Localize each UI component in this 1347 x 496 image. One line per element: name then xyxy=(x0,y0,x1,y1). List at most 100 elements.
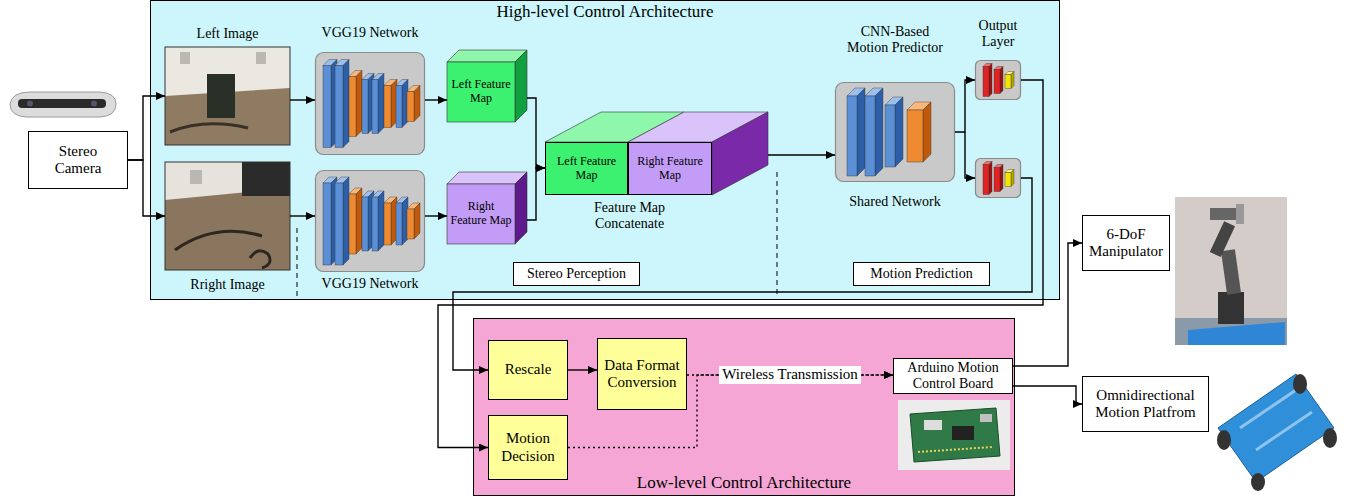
cube-side xyxy=(712,112,768,195)
layer-front xyxy=(323,183,331,265)
image-frame xyxy=(165,162,290,270)
connector-arrow xyxy=(568,369,597,370)
image-heading: Rright Image xyxy=(169,277,286,293)
layer-side xyxy=(857,88,865,176)
omnidirectional-platform-image xyxy=(1217,374,1337,491)
layer-front xyxy=(1005,173,1011,187)
node-label: Output Layer xyxy=(975,18,1021,50)
pcb xyxy=(910,408,1000,462)
image-frame xyxy=(165,47,290,145)
arm-gripper xyxy=(1210,208,1240,220)
feature-map-face: Right Feature Map xyxy=(628,142,712,195)
layer-side xyxy=(1011,170,1014,187)
node-label: Stereo Camera xyxy=(47,143,109,178)
cube-top xyxy=(447,50,527,62)
node-label: Motion Prediction xyxy=(857,266,986,282)
layer-front xyxy=(407,92,414,122)
layer-front xyxy=(335,66,343,148)
cube-front xyxy=(447,62,515,122)
mecanum-wheel xyxy=(1251,473,1265,491)
cube-shape xyxy=(447,50,527,122)
layer-front xyxy=(362,197,368,251)
layer-front xyxy=(384,203,391,245)
layer-side xyxy=(1011,72,1014,89)
node-label: Feature Map Concatenate xyxy=(567,200,692,232)
node-label: Stereo Perception xyxy=(517,266,636,282)
connector-arrow xyxy=(128,160,165,216)
image-clamp xyxy=(180,52,190,64)
node-label: Arduino Motion Control Board xyxy=(897,360,1009,392)
layer-front xyxy=(323,66,331,148)
layer-front xyxy=(349,77,356,137)
layer-front xyxy=(384,86,391,128)
layer-front xyxy=(865,96,875,176)
section-divider xyxy=(297,228,298,296)
actuator-box: Omnidirectional Motion Platfrom xyxy=(1082,376,1209,432)
branch-wire xyxy=(965,132,975,178)
concat-shape xyxy=(545,112,768,195)
manipulator-photo xyxy=(1175,197,1287,345)
node-label: Left Feature Map xyxy=(449,78,513,106)
layer-front xyxy=(1005,75,1011,89)
connector-arrow xyxy=(128,96,165,160)
network-outline xyxy=(836,83,955,182)
panel-ground xyxy=(151,1,1060,300)
connector-arrow xyxy=(527,168,545,220)
arm-camera xyxy=(1236,204,1244,224)
connector-arrow xyxy=(425,215,447,216)
node-label: CNN-Based Motion Predictor xyxy=(843,24,947,56)
connector-arrow xyxy=(768,154,835,155)
feature-map-face: Left Feature Map xyxy=(545,142,628,195)
section-divider xyxy=(777,172,778,296)
photo-ground xyxy=(1175,197,1287,345)
node-label: Rescale xyxy=(493,361,563,378)
layer-front xyxy=(983,67,989,97)
stereo-camera-device xyxy=(10,92,116,117)
network-outline xyxy=(316,171,425,272)
layer-front xyxy=(994,70,1000,94)
node-label: Shared Network xyxy=(843,194,947,210)
network-shape xyxy=(316,53,425,155)
node-label: Motion Decision xyxy=(493,430,563,465)
layer-front xyxy=(907,110,923,162)
connector-arrow xyxy=(290,215,315,216)
network-outline xyxy=(976,159,1021,198)
layer-side xyxy=(356,71,362,137)
layer-side xyxy=(895,97,903,167)
image-block xyxy=(242,162,290,196)
layer-front xyxy=(885,105,895,167)
image-node: Rright Image xyxy=(165,162,290,293)
layer-side xyxy=(1000,165,1003,192)
image-block xyxy=(207,74,235,118)
controller-box: Arduino Motion Control Board xyxy=(893,358,1013,394)
output-layer-block: Output Layer xyxy=(975,18,1021,100)
network-shape xyxy=(316,171,425,272)
layer-side xyxy=(343,60,349,148)
network-shape xyxy=(976,159,1021,198)
layer-front xyxy=(983,165,989,195)
layer-front xyxy=(372,197,378,251)
pcb-component xyxy=(980,414,992,422)
input-device-box: Stereo Camera xyxy=(28,131,128,189)
actuator-box: 6-DoF Manipulator xyxy=(1082,215,1170,271)
image-clamp xyxy=(190,170,202,184)
process-box: Rescale xyxy=(488,340,568,400)
connector-arrow xyxy=(1013,386,1082,404)
arm-base xyxy=(1218,292,1244,324)
layer-side xyxy=(1000,67,1003,94)
layer-side xyxy=(378,191,384,251)
network-block: CNN-Based Motion PredictorShared Network xyxy=(835,24,955,210)
layer-front xyxy=(372,80,378,134)
node-label: Right Feature Map xyxy=(632,155,708,183)
node-label: Right Feature Map xyxy=(449,200,513,228)
platform-slot xyxy=(1240,390,1296,428)
connector-arrow xyxy=(955,80,975,132)
edge-label: Wireless Transmission xyxy=(719,366,861,383)
network-block: VGG19 Network xyxy=(315,25,425,155)
image-wall xyxy=(165,162,290,200)
layer-front xyxy=(407,209,414,239)
cube-front xyxy=(447,184,515,244)
cube-side xyxy=(515,50,527,122)
connector-arrow xyxy=(527,98,545,168)
